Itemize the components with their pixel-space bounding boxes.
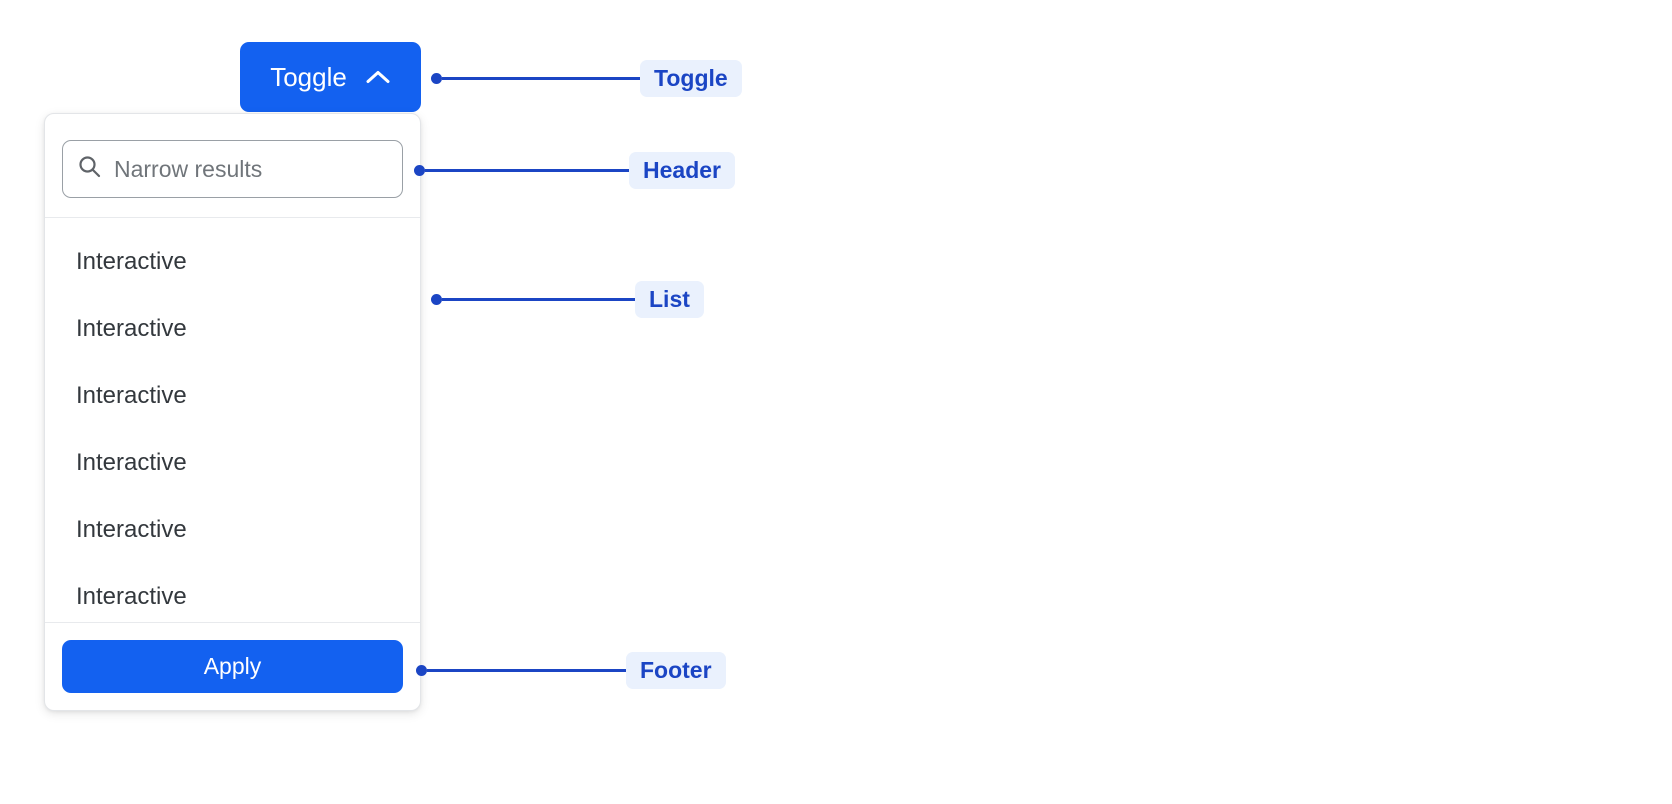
callout-list: List [431, 280, 704, 318]
callout-label: Footer [626, 651, 726, 689]
list-item[interactable]: Interactive [45, 362, 420, 429]
callout-header: Header [414, 151, 735, 189]
list-item[interactable]: Interactive [45, 496, 420, 563]
callout-label: List [635, 280, 704, 318]
callout-label: Toggle [640, 59, 742, 97]
apply-button[interactable]: Apply [62, 640, 403, 693]
toggle-button[interactable]: Toggle [240, 42, 421, 112]
callout-dot [431, 293, 442, 305]
callout-line [442, 297, 635, 301]
callout-toggle: Toggle [431, 59, 742, 97]
toggle-button-label: Toggle [270, 62, 347, 92]
search-input[interactable] [114, 155, 410, 183]
list-item[interactable]: Interactive [45, 429, 420, 496]
list-item-label: Interactive [76, 381, 187, 409]
callout-footer: Footer [416, 651, 726, 689]
list-item-label: Interactive [76, 247, 187, 275]
callout-line [442, 76, 640, 80]
callout-dot [414, 164, 425, 176]
dropdown-list: Interactive Interactive Interactive Inte… [45, 218, 420, 622]
chevron-up-icon [365, 69, 391, 85]
callout-label: Header [629, 151, 735, 189]
list-item-label: Interactive [76, 314, 187, 342]
search-box[interactable] [62, 140, 410, 198]
dropdown-panel: Interactive Interactive Interactive Inte… [44, 113, 421, 711]
list-item[interactable]: Interactive [45, 228, 420, 295]
list-item-label: Interactive [76, 448, 187, 476]
list-item[interactable]: Interactive [45, 563, 420, 622]
callout-line [427, 668, 626, 672]
dropdown-footer: Apply [45, 622, 420, 693]
callout-dot [416, 664, 427, 676]
callout-line [425, 168, 629, 172]
search-icon [77, 154, 102, 184]
list-item[interactable]: Interactive [45, 295, 420, 362]
list-item-label: Interactive [76, 515, 187, 543]
callout-dot [431, 72, 442, 84]
dropdown-header [45, 114, 420, 218]
list-item-label: Interactive [76, 582, 187, 610]
